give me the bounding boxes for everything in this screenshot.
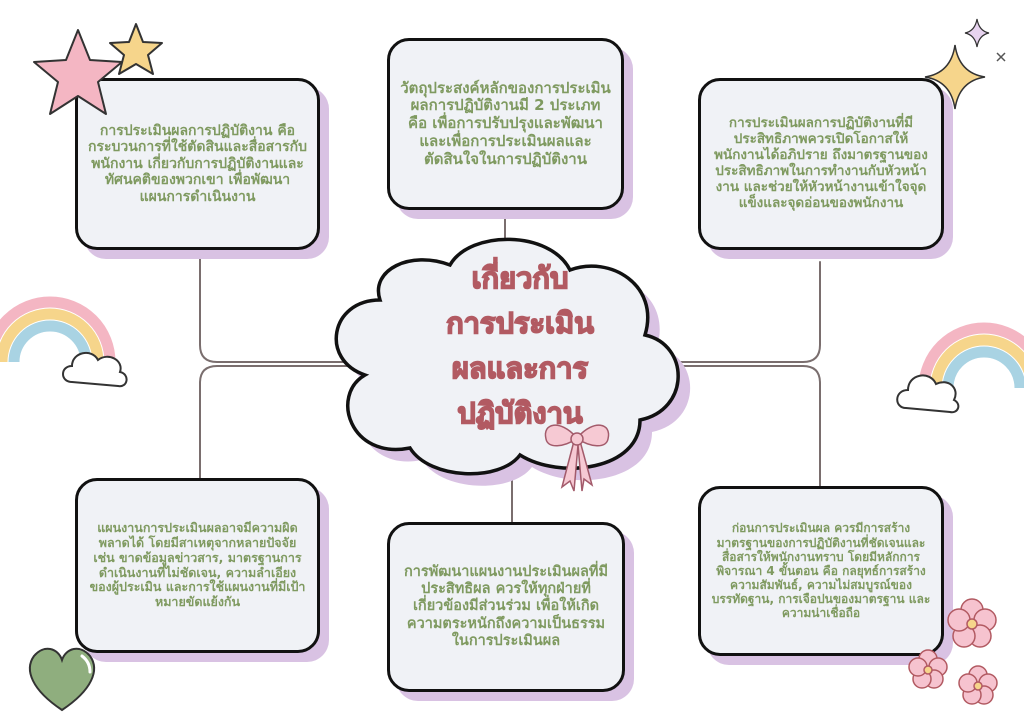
info-box-top-right: การประเมินผลการปฏิบัติงานที่มีประสิทธิภา… bbox=[698, 78, 944, 250]
center-title-line-4: ปฏิบัติงาน bbox=[457, 395, 584, 431]
center-title: เกี่ยวกับ การประเมิน ผลและการ ปฏิบัติงาน bbox=[420, 256, 620, 436]
info-box-bottom-left: แผนงานการประเมินผลอาจมีความผิดพลาดได้ โด… bbox=[75, 478, 320, 653]
info-text-top-left: การประเมินผลการปฏิบัติงาน คือกระบวนการที… bbox=[88, 122, 307, 205]
info-text-bottom-right: ก่อนการประเมินผล ควรมีการสร้างมาตรฐานของ… bbox=[711, 521, 931, 621]
info-text-top-right: การประเมินผลการปฏิบัติงานที่มีประสิทธิภา… bbox=[714, 115, 928, 211]
flower-icon bbox=[908, 598, 998, 705]
ribbon-bow-icon bbox=[544, 424, 610, 492]
info-text-top-center: วัตถุประสงค์หลักของการประเมินผลการปฏิบัต… bbox=[400, 78, 611, 168]
star-icon bbox=[33, 23, 163, 115]
rainbow-icon-right bbox=[896, 322, 1024, 414]
sparkle-icon bbox=[924, 18, 1006, 110]
info-box-top-center: วัตถุประสงค์หลักของการประเมินผลการปฏิบัต… bbox=[387, 38, 624, 210]
info-text-bottom-center: การพัฒนาแผนงานประเมินผลที่มีประสิทธิผล ค… bbox=[403, 564, 608, 649]
center-title-line-1: เกี่ยวกับ bbox=[471, 260, 569, 296]
center-title-line-2: การประเมิน bbox=[445, 305, 594, 341]
info-box-top-left: การประเมินผลการปฏิบัติงาน คือกระบวนการที… bbox=[75, 78, 320, 250]
center-title-line-3: ผลและการ bbox=[451, 350, 589, 386]
rainbow-icon bbox=[0, 296, 128, 388]
info-box-bottom-center: การพัฒนาแผนงานประเมินผลที่มีประสิทธิผล ค… bbox=[387, 522, 625, 692]
info-text-bottom-left: แผนงานการประเมินผลอาจมีความผิดพลาดได้ โด… bbox=[89, 520, 306, 609]
heart-icon bbox=[29, 647, 95, 712]
info-box-bottom-right: ก่อนการประเมินผล ควรมีการสร้างมาตรฐานของ… bbox=[698, 486, 944, 656]
